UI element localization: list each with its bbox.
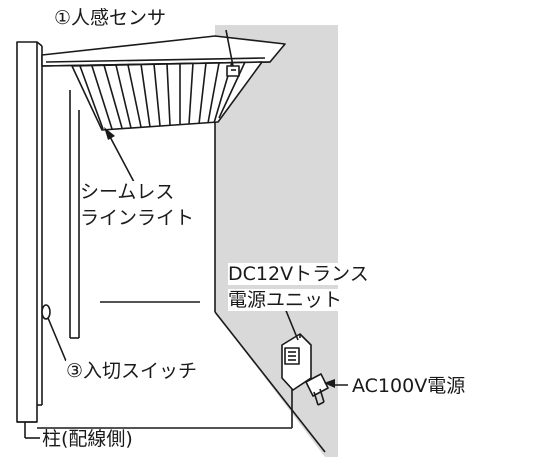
door-post <box>69 90 80 339</box>
label-seamless-line-2: ラインライト <box>80 207 195 229</box>
arrow-seamless <box>104 127 115 140</box>
leader-switch <box>47 317 67 362</box>
label-human-sensor: ①人感センサ <box>54 7 167 29</box>
transformer-unit <box>281 333 312 391</box>
wall-outline <box>214 311 326 453</box>
leader-sensor <box>225 29 234 67</box>
on-off-switch <box>41 304 51 320</box>
label-transformer-line-2: 電源ユニット <box>228 289 343 311</box>
arrow-ac <box>324 379 335 388</box>
label-transformer-line-1: DC12Vトランス <box>228 263 369 285</box>
label-ac-power: AC100V電源 <box>352 375 466 397</box>
label-switch: ③入切スイッチ <box>66 360 198 382</box>
ac-outlet <box>305 373 329 406</box>
label-pillar: 柱(配線側) <box>42 428 133 450</box>
seamless-line-light <box>71 61 263 131</box>
leader-seamless <box>107 132 135 183</box>
human-sensor <box>226 65 240 77</box>
label-seamless-line-1: シームレス <box>80 181 175 203</box>
pillar <box>16 41 43 423</box>
